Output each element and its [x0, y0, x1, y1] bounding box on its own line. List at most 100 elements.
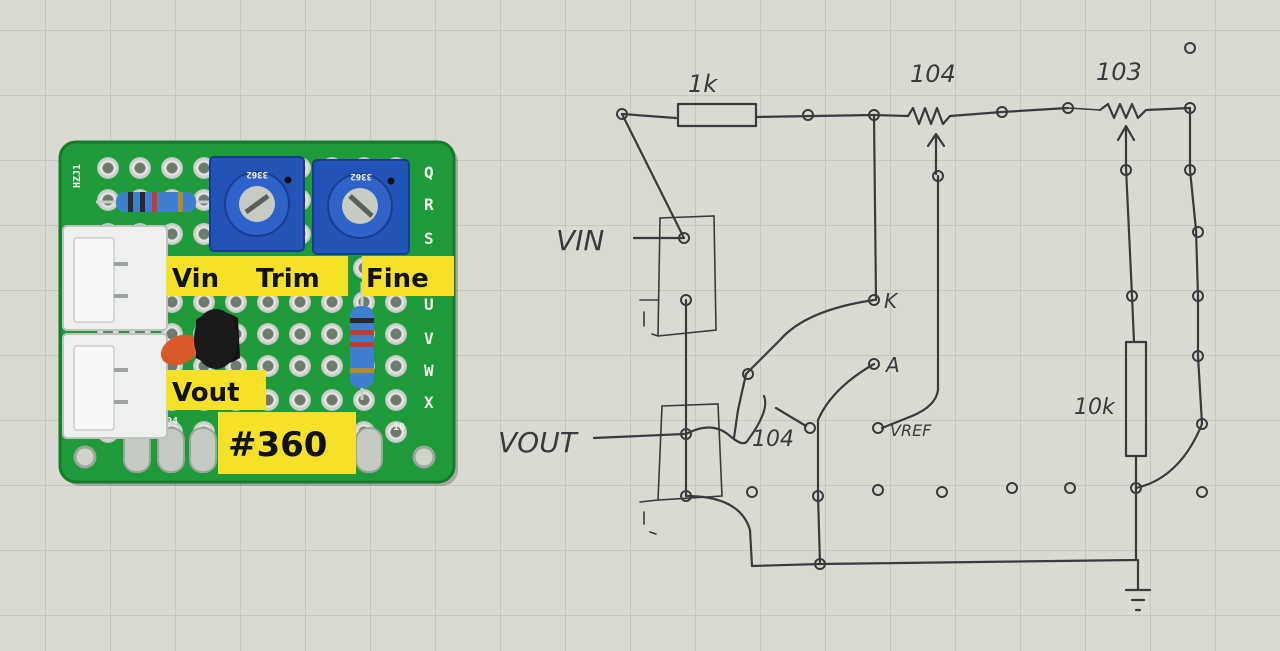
schematic-node	[1184, 42, 1196, 54]
schematic-node	[680, 490, 692, 502]
wire-a	[816, 362, 876, 566]
schematic-node	[1192, 350, 1204, 362]
pcb-hole	[257, 291, 279, 313]
schematic-node	[868, 358, 880, 370]
label-vout-bg	[166, 370, 266, 410]
pcb-hole	[321, 323, 343, 345]
schematic-node	[680, 294, 692, 306]
wire-k-vertical	[872, 113, 878, 302]
wire-k-to-cap	[744, 298, 876, 376]
wire-top-left	[620, 112, 678, 120]
pcb-hole	[385, 323, 407, 345]
schematic-node	[1130, 482, 1142, 494]
pot-104-wiper	[926, 132, 946, 176]
pcb-hole	[161, 157, 183, 179]
wire-ground-rail	[750, 486, 1138, 568]
pcb-hole	[257, 323, 279, 345]
pcb-hole	[289, 323, 311, 345]
pcb-hole	[353, 389, 375, 411]
label-number-bg	[218, 412, 356, 474]
silk-row-r: R	[424, 195, 434, 214]
silk-pad-10: 10	[393, 422, 405, 433]
schem-label-vout: VOUT	[498, 426, 579, 459]
pcb-hole	[289, 389, 311, 411]
pcb-hole	[385, 355, 407, 377]
pot-mark-2: 3362	[350, 171, 372, 181]
pot-103-wiper	[1116, 124, 1136, 170]
label-trim-bg	[252, 256, 348, 296]
schem-label-vin: VIN	[556, 224, 604, 257]
connector-vout	[62, 333, 168, 439]
silk-row-q: Q	[424, 163, 434, 182]
schematic-node	[1196, 486, 1208, 498]
pad-oblong-3	[189, 427, 217, 473]
silk-row-v: V	[424, 329, 434, 348]
resistor-top-left	[96, 192, 212, 212]
schematic-node	[932, 170, 944, 182]
mount-hole-bottom-left	[73, 445, 97, 469]
silk-row-s: S	[424, 229, 434, 248]
wire-10k-top	[1124, 166, 1136, 344]
connector-vout-outline	[639, 403, 723, 535]
pcb-hole	[385, 421, 407, 443]
pcb-hole	[321, 291, 343, 313]
ground-right	[1124, 558, 1152, 612]
wire-gnd-junction	[684, 494, 754, 568]
schematic-node	[996, 106, 1008, 118]
schematic-node	[872, 422, 884, 434]
schem-label-103-pot: 103	[1096, 58, 1142, 86]
schem-label-k: K	[884, 289, 899, 313]
wire-vref	[880, 174, 940, 430]
schematic-node	[1184, 102, 1196, 114]
connector-vin	[62, 225, 168, 331]
pot-104-symbol	[872, 106, 1070, 126]
schematic-node	[868, 109, 880, 121]
wire-vout-input	[592, 432, 686, 440]
resistor-right-vertical	[350, 282, 374, 400]
label-vin-bg	[166, 256, 254, 296]
trim-pot-coarse: 3362	[209, 156, 305, 252]
silk-row-w: W	[424, 361, 434, 380]
pcb-board: Q R S U V W X HZJ1 04 10 3362	[58, 140, 458, 486]
schem-label-cap-104: 104	[752, 427, 794, 452]
pad-oblong-4	[355, 427, 383, 473]
schematic-node	[804, 422, 816, 434]
pcb-edge	[58, 140, 456, 484]
schematic-node	[1184, 164, 1196, 176]
schematic-node	[678, 232, 690, 244]
pcb-hole	[97, 157, 119, 179]
pcb-hole	[385, 389, 407, 411]
schematic-node	[936, 486, 948, 498]
pcb-hole	[289, 291, 311, 313]
schematic-node	[1192, 226, 1204, 238]
schematic-node	[812, 490, 824, 502]
pad-oblong-2	[157, 427, 185, 473]
pcb-hole	[225, 291, 247, 313]
pcb-hole	[321, 389, 343, 411]
schematic-node	[868, 294, 880, 306]
schematic-node	[742, 368, 754, 380]
wire-right-column	[1188, 106, 1204, 426]
wire-10k-bottom	[1134, 422, 1204, 490]
label-vin: Vin	[172, 264, 219, 294]
pcb-hole	[321, 355, 343, 377]
voltage-reference-ic	[194, 309, 240, 369]
connector-vin-outline	[639, 215, 717, 337]
mount-hole-bottom-right	[412, 445, 436, 469]
silk-pad-04: 04	[166, 416, 178, 427]
trim-pot-fine: 3362	[312, 159, 410, 255]
schematic-node	[872, 484, 884, 496]
label-trim: Trim	[256, 264, 320, 294]
schematic-node	[1006, 482, 1018, 494]
label-vout: Vout	[172, 378, 240, 408]
silk-row-x: X	[424, 393, 434, 412]
schem-label-vref: VREF	[890, 421, 932, 440]
label-number: #360	[228, 425, 327, 465]
schematic-node	[802, 109, 814, 121]
label-fine-bg	[362, 256, 454, 296]
pcb-hole	[129, 157, 151, 179]
schematic-node	[1120, 164, 1132, 176]
schematic-node	[1196, 418, 1208, 430]
schem-label-10k: 10k	[1074, 395, 1116, 420]
schematic-nodes	[616, 42, 1208, 570]
